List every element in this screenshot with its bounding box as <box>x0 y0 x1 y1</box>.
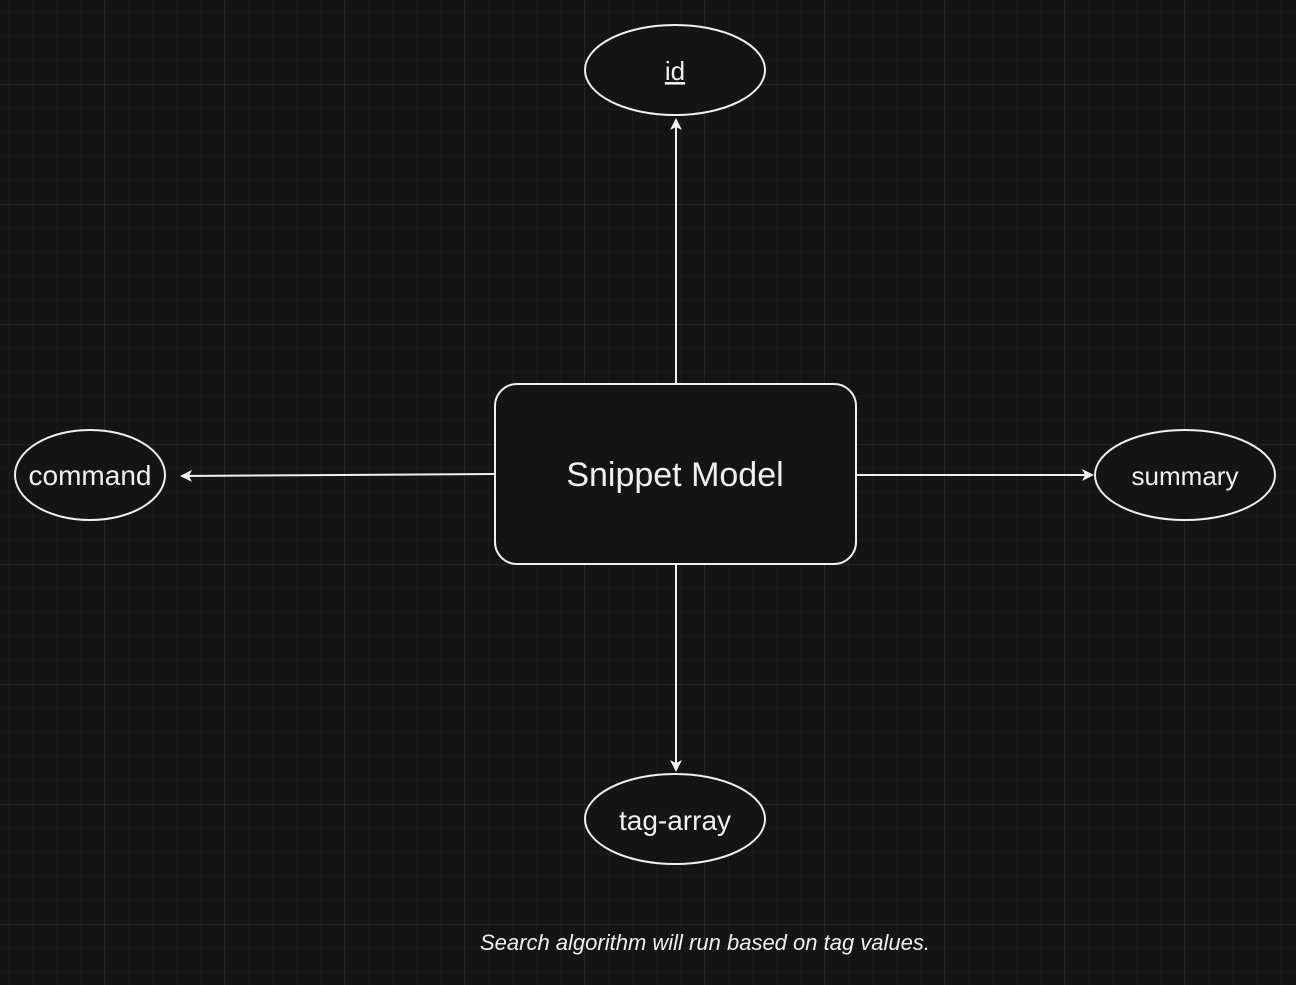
attribute-command[interactable]: command <box>14 429 166 521</box>
attribute-id[interactable]: id <box>584 24 766 116</box>
attribute-summary-label: summary <box>1132 461 1239 491</box>
attribute-summary[interactable]: summary <box>1094 429 1276 521</box>
attribute-tag-array-shape <box>584 773 766 865</box>
attribute-command-label: command <box>29 460 152 491</box>
attribute-tag-array-label: tag-array <box>619 805 731 836</box>
entity-box <box>494 383 857 565</box>
diagram-note: Search algorithm will run based on tag v… <box>480 930 930 955</box>
entity-snippet-model[interactable]: Snippet Model <box>494 383 857 565</box>
attribute-command-shape <box>14 429 166 521</box>
attribute-id-shape <box>584 24 766 116</box>
attribute-tag-array[interactable]: tag-array <box>584 773 766 865</box>
entity-label: Snippet Model <box>566 456 783 494</box>
attribute-id-label: id <box>665 56 685 86</box>
attribute-summary-shape <box>1094 429 1276 521</box>
edge-to-command <box>180 469 495 482</box>
